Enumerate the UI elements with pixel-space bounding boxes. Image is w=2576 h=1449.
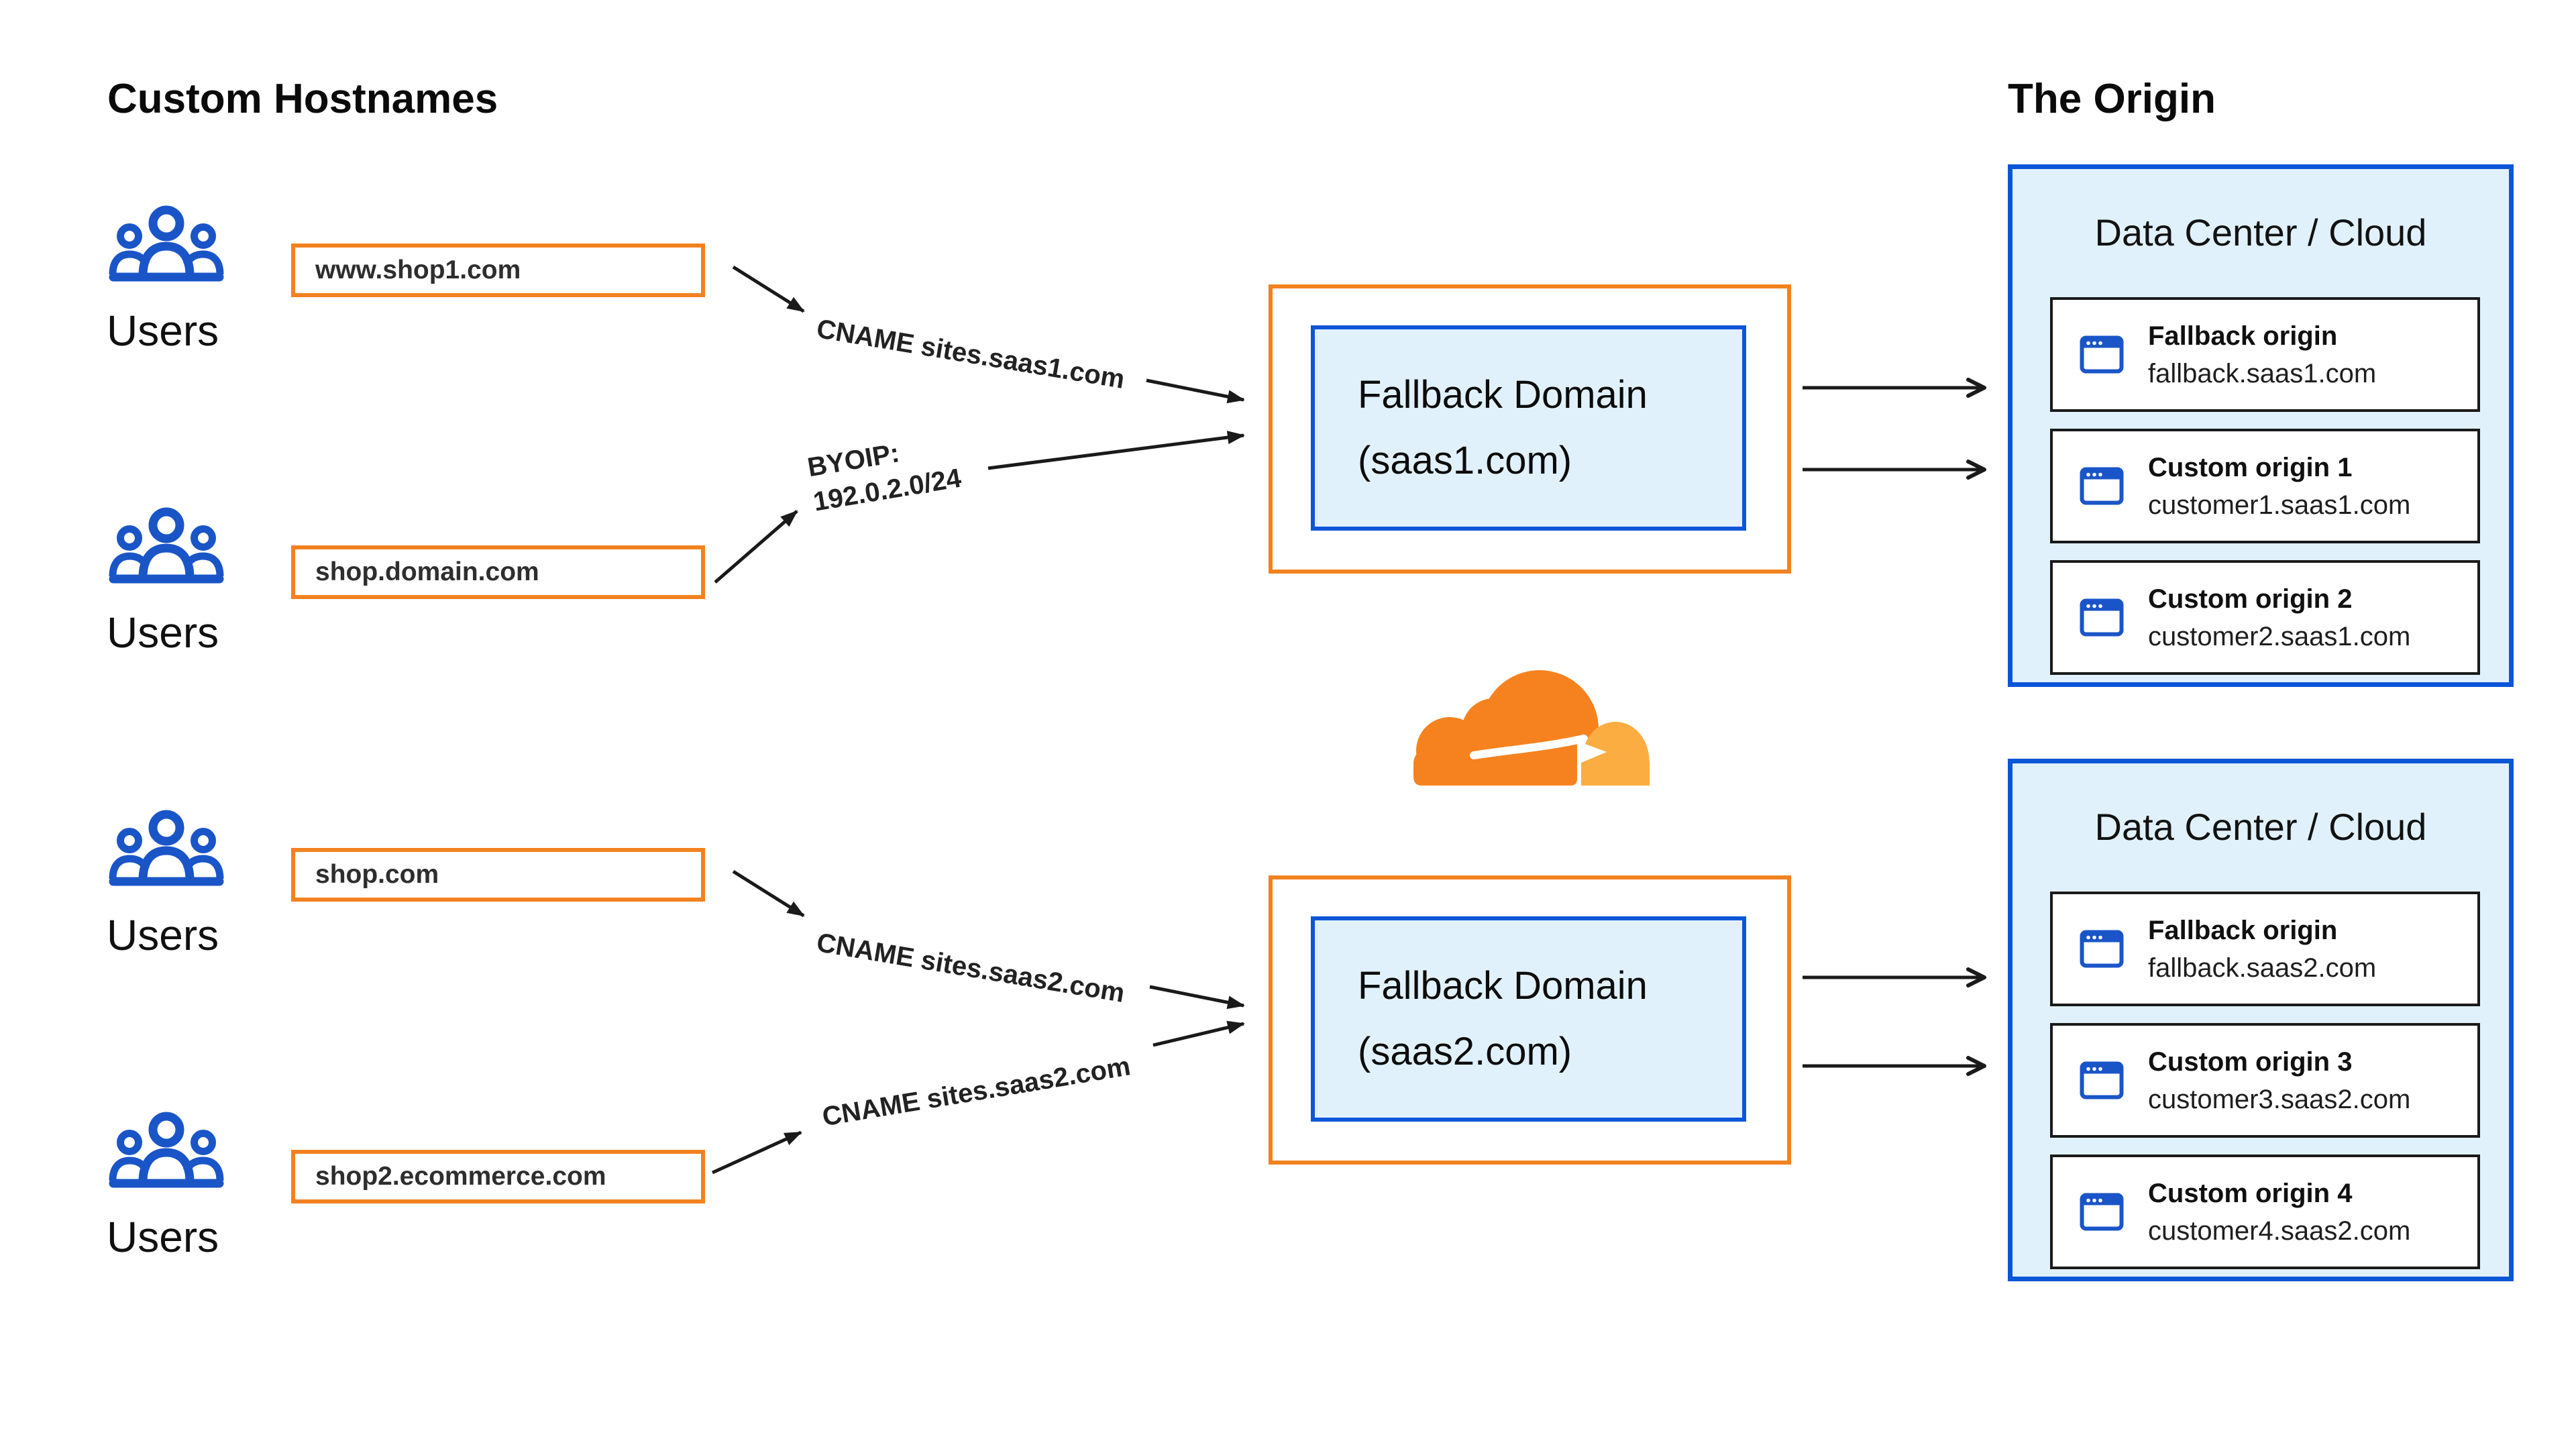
browser-window-icon (2080, 335, 2124, 374)
origin-name: Custom origin 2 (2148, 584, 2353, 614)
browser-window-icon (2080, 1061, 2124, 1099)
arrow-shop2-to-cname (711, 1130, 802, 1175)
fallback-domain-line-2: (saas2.com) (1358, 1030, 1572, 1073)
hostname-box-shop1: www.shop1.com (291, 244, 705, 297)
user-group-4: Users (107, 1110, 308, 1262)
users-icon (107, 808, 226, 888)
fallback-domain-line-1: Fallback Domain (1358, 373, 1648, 417)
hostname-box-shop: shop.com (291, 848, 705, 902)
data-center-title: Data Center / Cloud (2094, 806, 2427, 848)
origin-name: Custom origin 3 (2148, 1046, 2353, 1077)
arrow-shopdomain-to-byoip (714, 510, 798, 584)
hostname-label: www.shop1.com (315, 256, 521, 284)
arrow-cname-to-fallback1 (1146, 378, 1245, 404)
fallback-domain-panel: Fallback Domain (saas2.com) (1311, 916, 1746, 1122)
user-group-3: Users (107, 808, 308, 960)
users-icon (107, 1110, 226, 1189)
origin-name: Custom origin 4 (2148, 1178, 2353, 1208)
browser-window-icon (2080, 467, 2124, 505)
users-label: Users (107, 608, 219, 657)
origin-name: Fallback origin (2148, 915, 2338, 945)
hostname-label: shop.domain.com (315, 557, 539, 586)
arrow-shop-to-cname (732, 869, 805, 918)
fallback-domain-line-1: Fallback Domain (1358, 964, 1648, 1008)
hostname-label: shop2.ecommerce.com (315, 1162, 606, 1191)
browser-window-icon (2080, 598, 2124, 637)
origin-name: Custom origin 1 (2148, 452, 2353, 482)
arrow-cname-to-fallback2-b (1152, 1020, 1245, 1047)
users-label: Users (107, 911, 219, 959)
fallback-domain-box-saas2: Fallback Domain (saas2.com) (1269, 875, 1791, 1165)
arrow-byoip-to-fallback1 (987, 431, 1245, 470)
users-icon (107, 506, 226, 585)
users-label: Users (107, 307, 219, 355)
origin-host: fallback.saas2.com (2148, 953, 2377, 983)
route-label-cname-saas2-top: CNAME sites.saas2.com (814, 927, 1127, 1009)
origin-host: customer2.saas1.com (2148, 621, 2411, 651)
hostname-box-shop-domain: shop.domain.com (291, 545, 705, 599)
origin-card-custom-3: Custom origin 3 customer3.saas2.com (2050, 1023, 2480, 1138)
arrow-cname-to-fallback2-a (1149, 985, 1245, 1010)
fallback-domain-box-saas1: Fallback Domain (saas1.com) (1269, 284, 1791, 574)
origin-host: customer4.saas2.com (2148, 1216, 2411, 1246)
hostname-label: shop.com (315, 860, 439, 889)
fallback-domain-line-2: (saas1.com) (1358, 439, 1572, 482)
origin-card-fallback-saas1: Fallback origin fallback.saas1.com (2050, 297, 2480, 412)
origin-host: fallback.saas1.com (2148, 358, 2377, 388)
users-icon (107, 204, 226, 283)
origin-host: customer3.saas2.com (2148, 1084, 2411, 1114)
data-center-title: Data Center / Cloud (2094, 211, 2427, 254)
origin-name: Fallback origin (2148, 321, 2338, 351)
user-group-1: Users (107, 204, 308, 356)
route-label-cname-saas2-bottom: CNAME sites.saas2.com (820, 1051, 1133, 1132)
origin-host: customer1.saas1.com (2148, 490, 2411, 520)
origin-card-custom-4: Custom origin 4 customer4.saas2.com (2050, 1155, 2480, 1269)
origin-title: The Origin (2008, 76, 2216, 122)
fallback-domain-panel: Fallback Domain (saas1.com) (1311, 325, 1746, 531)
browser-window-icon (2080, 1193, 2124, 1231)
origin-card-fallback-saas2: Fallback origin fallback.saas2.com (2050, 892, 2480, 1006)
origin-card-custom-1: Custom origin 1 customer1.saas1.com (2050, 429, 2480, 543)
route-label-byoip: BYOIP: 192.0.2.0/24 (805, 426, 964, 519)
users-label: Users (107, 1213, 219, 1261)
data-center-box-2: Data Center / Cloud Fallback origin fall… (2008, 759, 2514, 1281)
user-group-2: Users (107, 506, 308, 657)
custom-hostnames-title: Custom Hostnames (107, 76, 498, 122)
origin-card-custom-2: Custom origin 2 customer2.saas1.com (2050, 560, 2480, 675)
arrow-shop1-to-cname (732, 265, 805, 313)
data-center-box-1: Data Center / Cloud Fallback origin fall… (2008, 164, 2514, 687)
cloudflare-logo (1413, 670, 1650, 786)
browser-window-icon (2080, 930, 2124, 968)
hostname-box-shop2-ecommerce: shop2.ecommerce.com (291, 1150, 705, 1203)
route-label-cname-saas1: CNAME sites.saas1.com (814, 313, 1127, 395)
